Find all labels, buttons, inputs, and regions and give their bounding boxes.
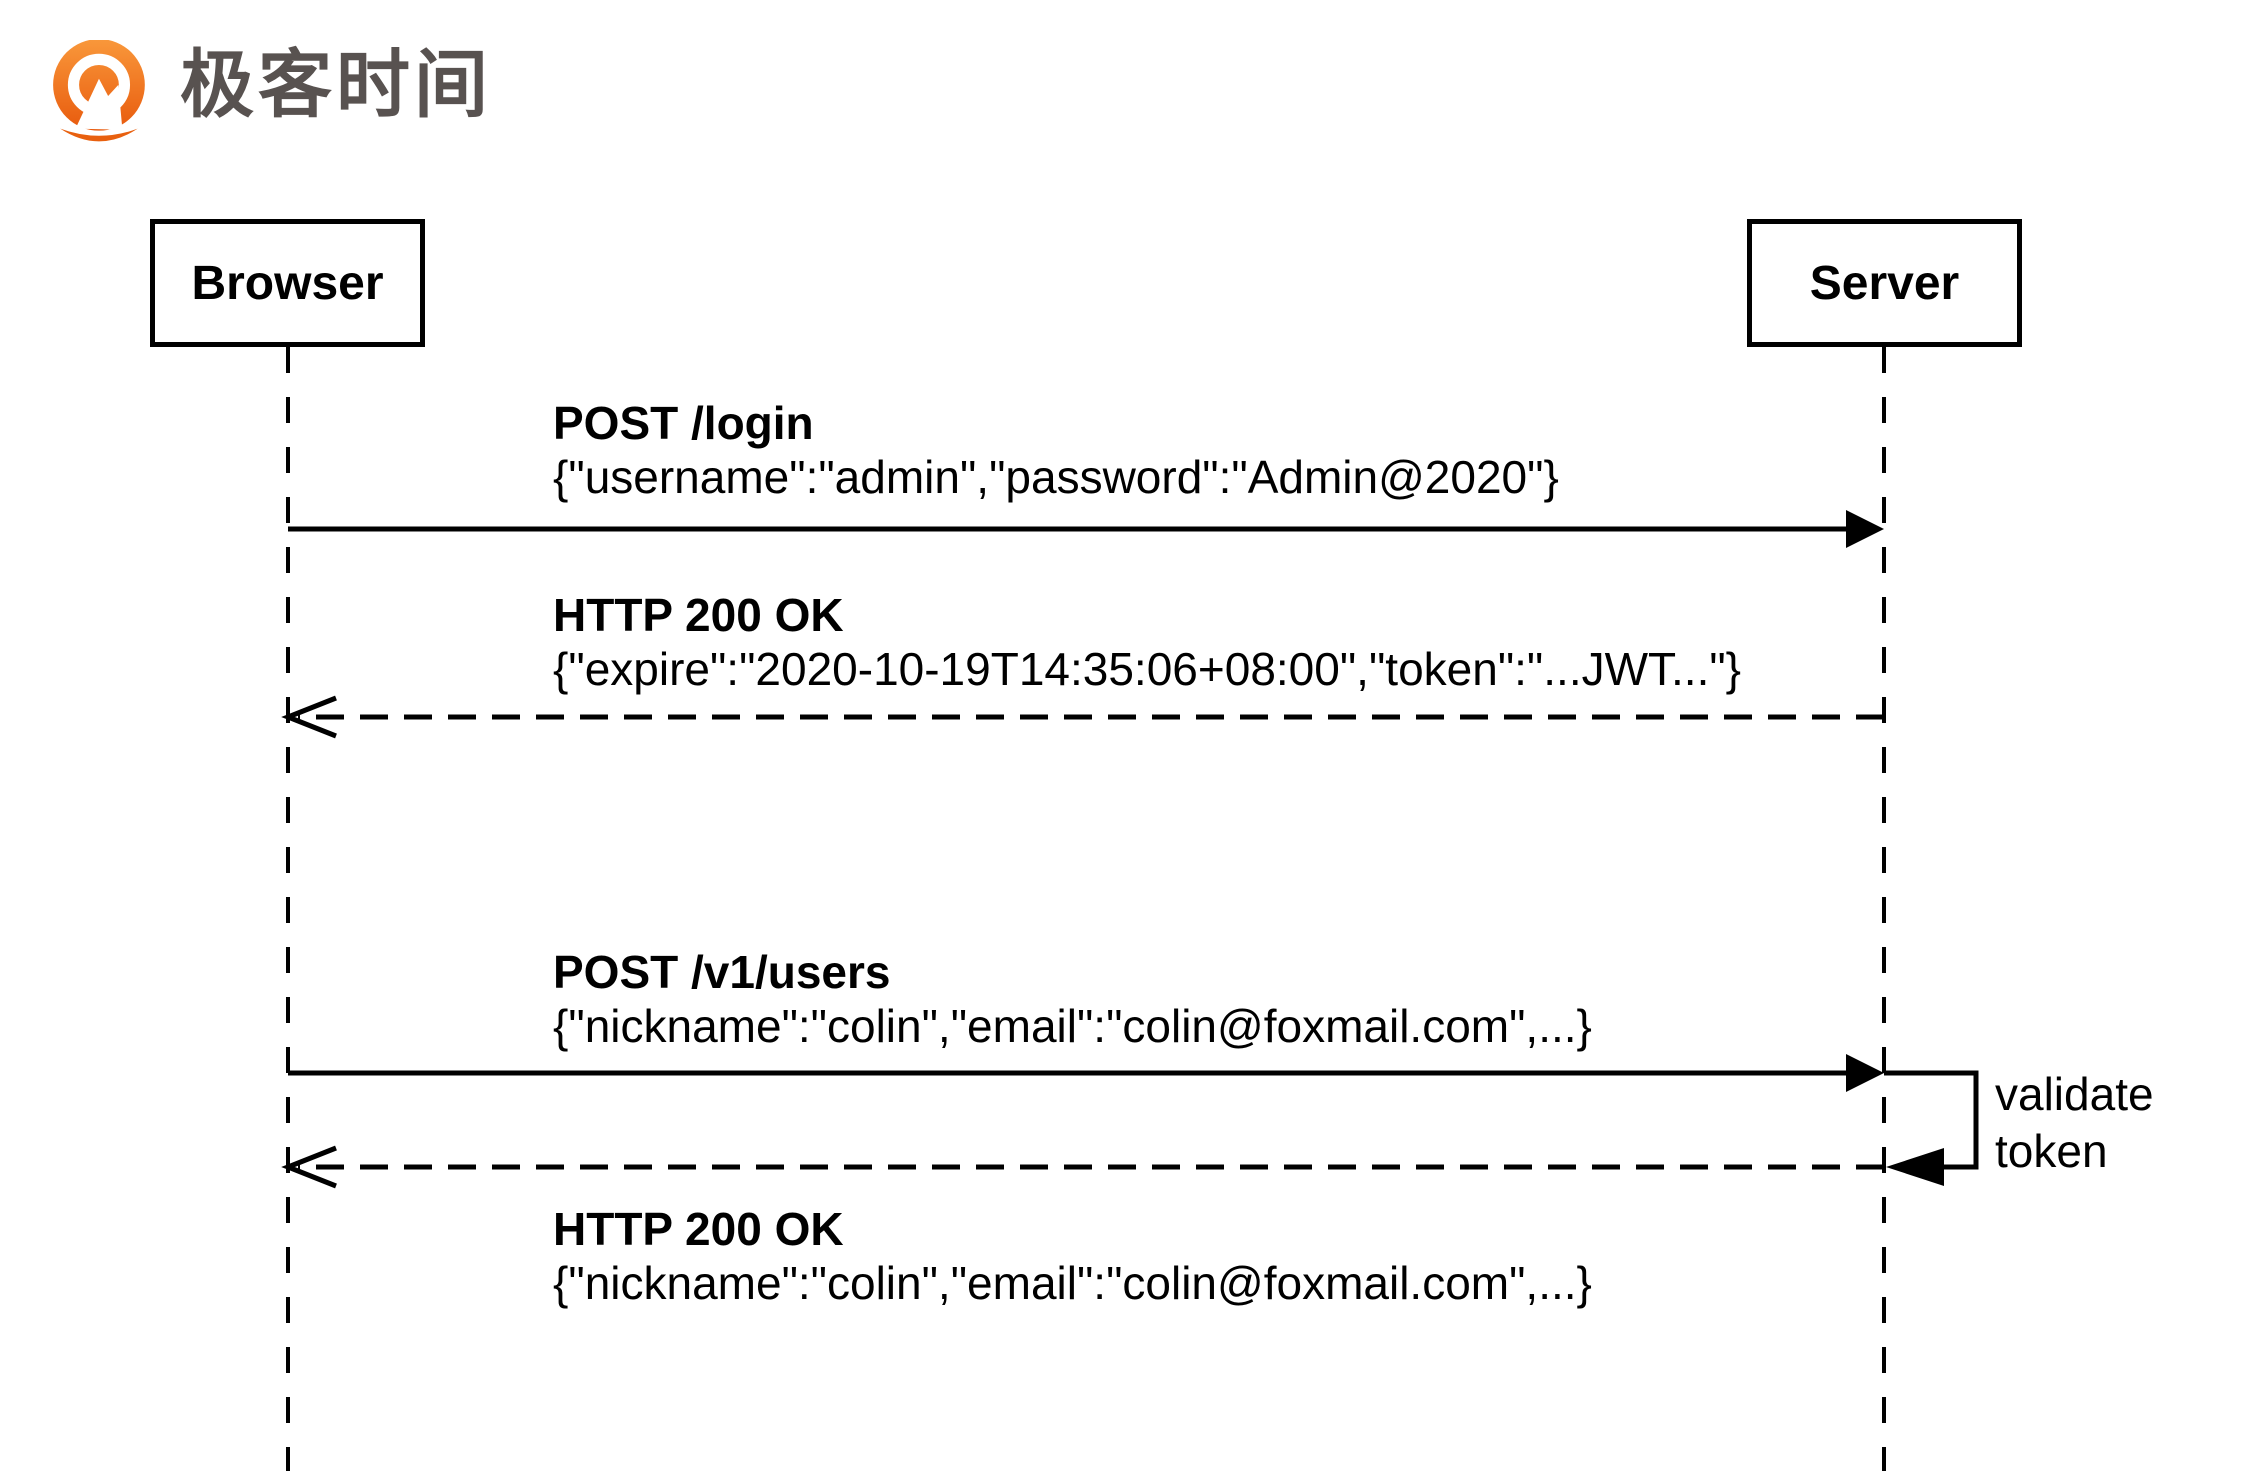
actor-box-server: Server (1747, 219, 2022, 347)
message-title: POST /login (553, 397, 814, 449)
message-create-user-response: HTTP 200 OK {"nickname":"colin","email":… (553, 1202, 1592, 1310)
login-response-arrowhead-icon (281, 695, 337, 739)
message-body: {"expire":"2020-10-19T14:35:06+08:00","t… (553, 643, 1742, 695)
create-user-request-arrowhead-icon (1846, 1054, 1884, 1092)
message-title: HTTP 200 OK (553, 589, 844, 641)
validate-token-selfloop-arrowhead-icon (1886, 1148, 1944, 1186)
message-body: {"nickname":"colin","email":"colin@foxma… (553, 1000, 1592, 1052)
brand-name: 极客时间 (180, 43, 492, 126)
actor-label-server: Server (1809, 256, 1960, 310)
message-login-request: POST /login {"username":"admin","passwor… (553, 396, 1559, 504)
message-title: HTTP 200 OK (553, 1203, 844, 1255)
message-title: POST /v1/users (553, 946, 891, 998)
message-create-user-request: POST /v1/users {"nickname":"colin","emai… (553, 945, 1592, 1053)
actor-box-browser: Browser (150, 219, 425, 347)
login-request-arrowhead-icon (1846, 510, 1884, 548)
validate-token-note: validate token (1995, 1068, 2154, 1177)
brand-logo: 极客时间 (50, 40, 492, 146)
validate-token-selfloop-line (1884, 1070, 1979, 1170)
message-body: {"username":"admin","password":"Admin@20… (553, 451, 1559, 503)
message-login-response: HTTP 200 OK {"expire":"2020-10-19T14:35:… (553, 588, 1741, 696)
create-user-response-arrowhead-icon (281, 1145, 337, 1189)
actor-label-browser: Browser (191, 256, 384, 310)
geektime-logo-icon (50, 40, 150, 146)
message-body: {"nickname":"colin","email":"colin@foxma… (553, 1257, 1592, 1309)
